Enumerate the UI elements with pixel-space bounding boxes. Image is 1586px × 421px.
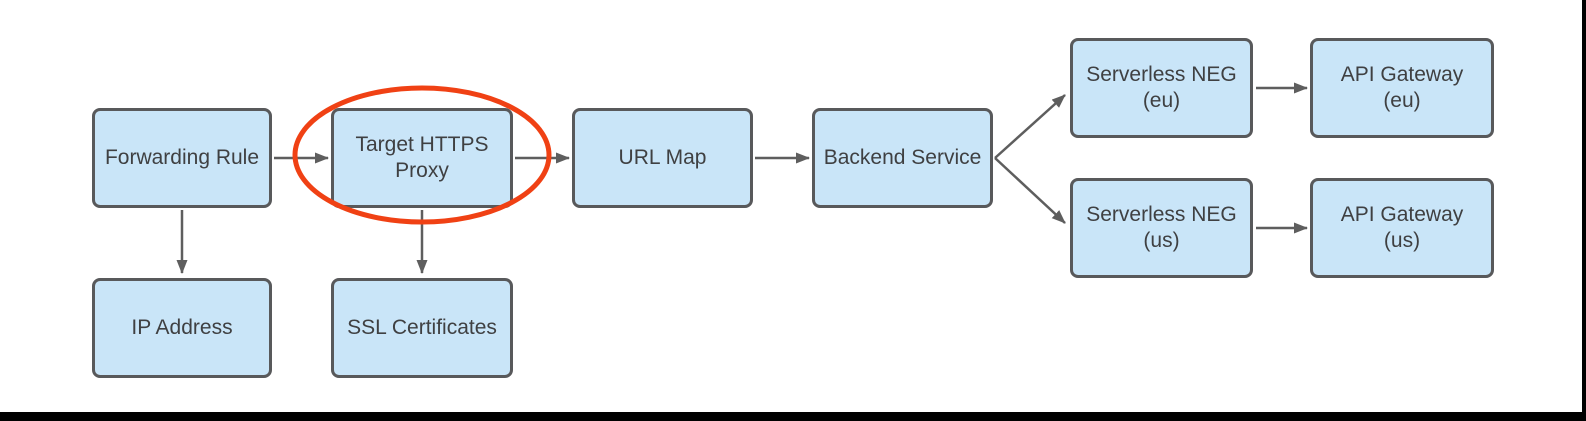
node-label-line: Serverless NEG: [1086, 203, 1237, 226]
node-label-line: Backend Service: [823, 146, 982, 169]
node-label-line: (eu): [1383, 89, 1421, 112]
node-ip-address: IP Address: [92, 278, 272, 378]
node-label-line: Serverless NEG: [1086, 63, 1237, 86]
node-label-line: API Gateway: [1340, 203, 1464, 226]
node-label-line: Forwarding Rule: [104, 146, 260, 169]
node-url-map: URL Map: [572, 108, 753, 208]
node-label-line: (us): [1383, 229, 1421, 252]
node-label-line: Target HTTPS: [355, 133, 489, 156]
node-api-gateway-us: API Gateway (us): [1310, 178, 1494, 278]
connector-backend-service-to-serverless-neg-us: [994, 157, 1066, 224]
node-serverless-neg-us: Serverless NEG (us): [1070, 178, 1253, 278]
node-forwarding-rule: Forwarding Rule: [92, 108, 272, 208]
node-label-line: IP Address: [131, 316, 233, 339]
node-label-line: (us): [1143, 229, 1180, 252]
node-label-line: API Gateway: [1340, 63, 1464, 86]
node-label-line: Proxy: [395, 159, 449, 182]
frame-right-edge: [1582, 0, 1586, 421]
node-serverless-neg-eu: Serverless NEG (eu): [1070, 38, 1253, 138]
node-target-https-proxy: Target HTTPS Proxy: [331, 108, 513, 208]
frame-bottom-edge: [0, 412, 1586, 421]
node-label-line: URL Map: [618, 146, 707, 169]
node-backend-service: Backend Service: [812, 108, 993, 208]
node-api-gateway-eu: API Gateway (eu): [1310, 38, 1494, 138]
node-ssl-certificates: SSL Certificates: [331, 278, 513, 378]
connector-backend-service-to-serverless-neg-eu: [994, 94, 1066, 159]
node-label-line: (eu): [1142, 89, 1181, 112]
node-label-line: SSL Certificates: [347, 316, 497, 339]
